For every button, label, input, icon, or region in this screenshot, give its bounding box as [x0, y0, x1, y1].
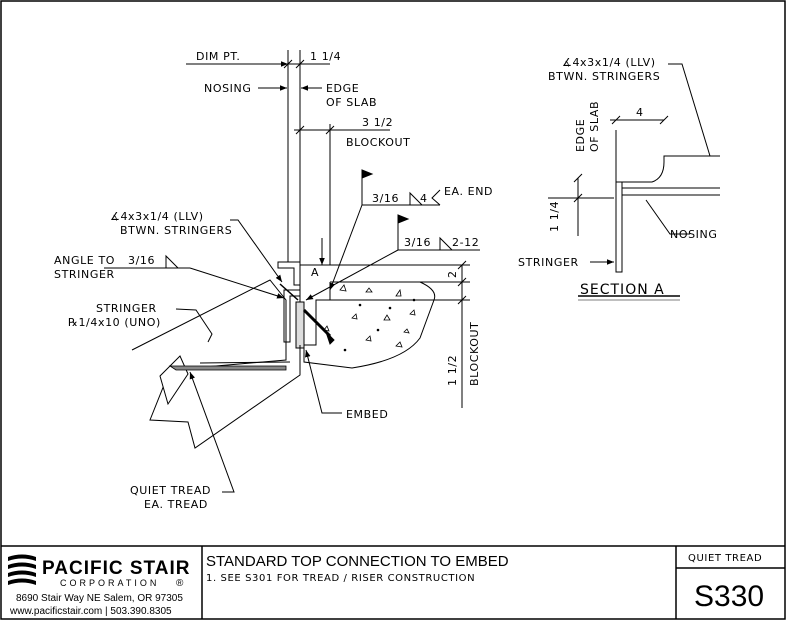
weld1-len-label: 4: [420, 192, 428, 205]
dim-1-1-2-label: 1 1/2: [446, 355, 459, 386]
section-a-marker: [319, 238, 331, 265]
dim-3-1-2-label: 3 1/2: [362, 116, 393, 129]
section-a-edge-label-1: EDGE: [574, 119, 587, 152]
logo-mark: [8, 554, 36, 585]
embed-plate: [295, 301, 335, 349]
section-a-nosing-label: NOSING: [670, 228, 717, 241]
company-name: PACIFIC STAIR: [42, 558, 190, 579]
drawing-title: STANDARD TOP CONNECTION TO EMBED: [206, 553, 509, 570]
weld-symbol-2-12: [305, 214, 480, 301]
quiet-tread-label-2: EA. TREAD: [144, 498, 208, 511]
weld2-size-label: 3/16: [404, 236, 431, 249]
company-contact: www.pacificstair.com | 503.390.8305: [9, 606, 172, 617]
concrete-slab: [299, 264, 470, 369]
company-sub: CORPORATION: [60, 578, 159, 588]
company-logo: PACIFIC STAIR CORPORATION ® 8690 Stair W…: [8, 554, 190, 617]
dim-1-1-4-label: 1 1/4: [310, 50, 341, 63]
dim-pt-dimension: [186, 50, 330, 265]
main-detail: [104, 50, 480, 493]
blockout-side-label: BLOCKOUT: [468, 322, 481, 386]
embed-leader: [305, 349, 342, 414]
sheet-number: S330: [694, 580, 764, 613]
section-a-stringer-label: STRINGER: [518, 256, 579, 269]
angle-to-stringer-label-1: ANGLE TO: [54, 254, 115, 267]
dim-pt-label: DIM PT.: [196, 50, 240, 63]
weld-symbol-ea-end: [329, 169, 441, 291]
dim-2-label: 2: [446, 270, 459, 278]
edge-of-slab-label-2: OF SLAB: [326, 96, 377, 109]
section-a-angle-label-2: BTWN. STRINGERS: [548, 70, 660, 83]
section-a-dim-4-label: 4: [636, 106, 644, 119]
registered-mark: ®: [176, 578, 184, 589]
steel-angle: [277, 261, 301, 343]
stringer-label-1: STRINGER: [96, 302, 157, 315]
section-mark-label: A: [311, 266, 319, 279]
weld-symbol-angle-to-stringer: [104, 254, 285, 299]
angle-callout-leader: [230, 219, 283, 283]
section-a-dim-1-1-4-label: 1 1/4: [548, 201, 561, 232]
quiet-tread-hatch: [168, 365, 287, 371]
section-a-detail: [548, 63, 720, 301]
stringer-label-2: ℞1/4x10 (UNO): [68, 316, 161, 329]
weld2-len-label: 2-12: [452, 236, 479, 249]
embed-label: EMBED: [346, 408, 388, 421]
section-a-angle-label-1: ∡4x3x1/4 (LLV): [562, 56, 656, 69]
blockout-depth-dimension: [457, 260, 467, 408]
edge-of-slab-label-1: EDGE: [326, 82, 359, 95]
company-address: 8690 Stair Way NE Salem, OR 97305: [16, 593, 183, 604]
weld1-note-label: EA. END: [444, 185, 493, 198]
blockout-top-label: BLOCKOUT: [346, 136, 410, 149]
stringer-leader: [175, 308, 213, 343]
quiet-tread-label-1: QUIET TREAD: [130, 484, 211, 497]
concrete-hatch: [323, 284, 416, 352]
angle-callout-label-1: ∡4x3x1/4 (LLV): [110, 210, 204, 223]
title-block: [1, 545, 785, 619]
nosing-label: NOSING: [204, 82, 251, 95]
section-a-text: ∡4x3x1/4 (LLV) BTWN. STRINGERS EDGE OF S…: [518, 56, 717, 298]
section-a-title: SECTION A: [580, 282, 665, 298]
main-detail-text: DIM PT. 1 1/4 NOSING EDGE OF SLAB 3 1/2 …: [54, 50, 493, 511]
quiet-tread-leader: [189, 371, 235, 493]
weld3-size-label: 3/16: [128, 254, 155, 267]
category-label: QUIET TREAD: [688, 553, 762, 564]
section-a-edge-label-2: OF SLAB: [588, 101, 601, 152]
weld1-size-label: 3/16: [372, 192, 399, 205]
drawing-note: 1. SEE S301 FOR TREAD / RISER CONSTRUCTI…: [206, 573, 475, 584]
stringer-plate: [131, 279, 301, 449]
angle-to-stringer-label-2: STRINGER: [54, 268, 115, 281]
angle-callout-label-2: BTWN. STRINGERS: [120, 224, 232, 237]
